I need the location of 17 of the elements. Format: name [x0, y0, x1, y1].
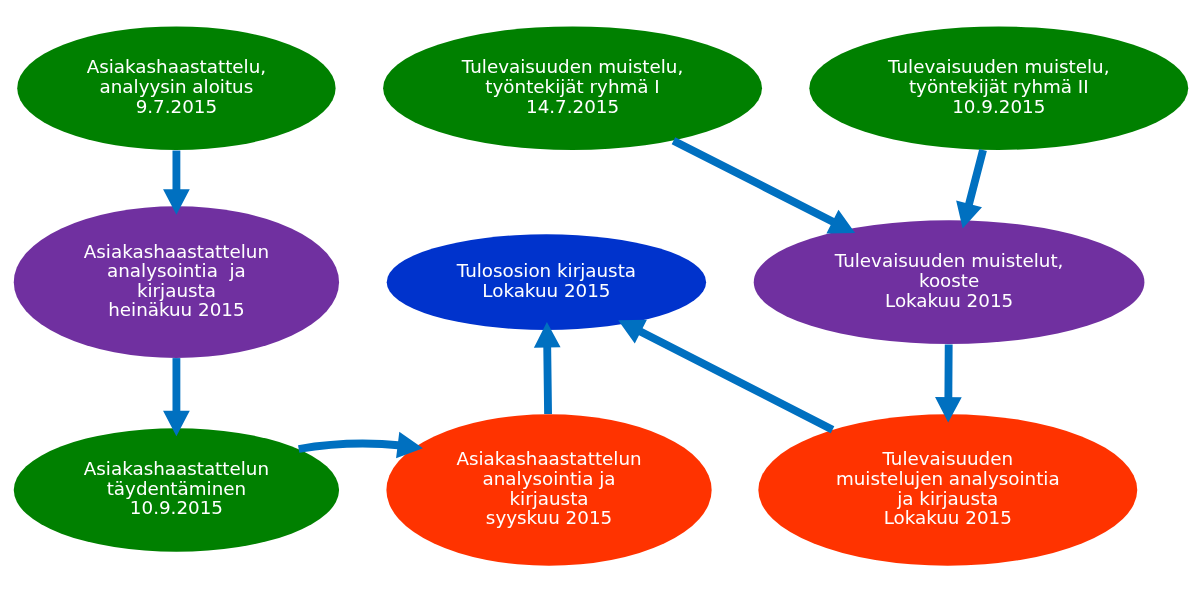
node-ellipse: Tulevaisuuden muistelut, kooste Lokakuu 2015: [753, 219, 1145, 344]
arrow: [671, 136, 856, 233]
arrow: [533, 321, 561, 414]
arrow: [298, 431, 423, 458]
node-ellipse: Tulevaisuuden muistelu, työntekijät ryhmä I 14.7.2015: [383, 25, 762, 150]
arrow: [163, 150, 190, 215]
node-ellipse: Tulososion kirjausta Lokakuu 2015: [386, 233, 707, 330]
node-ellipse: Asiakashaastattelu, analyysin aloitus 9.7.2015: [17, 25, 336, 150]
node-ellipse: Tulevaisuuden muistelujen analysointia ja kirjausta Lokakuu 2015: [758, 413, 1138, 566]
node-ellipse: Tulevaisuuden muistelu, työntekijät ryhmä II 10.9.2015: [809, 25, 1189, 150]
node-ellipse: Asiakashaastattelun analysointia ja kirjausta syyskuu 2015: [386, 413, 712, 566]
arrow: [935, 343, 962, 422]
node-ellipse: Asiakashaastattelun analysointia ja kirjausta heinäkuu 2015: [13, 205, 340, 358]
arrow: [956, 148, 987, 228]
node-ellipse: Asiakashaastattelun täydentäminen 10.9.2015: [13, 427, 340, 552]
arrow: [163, 357, 190, 436]
arrow: [618, 319, 835, 433]
